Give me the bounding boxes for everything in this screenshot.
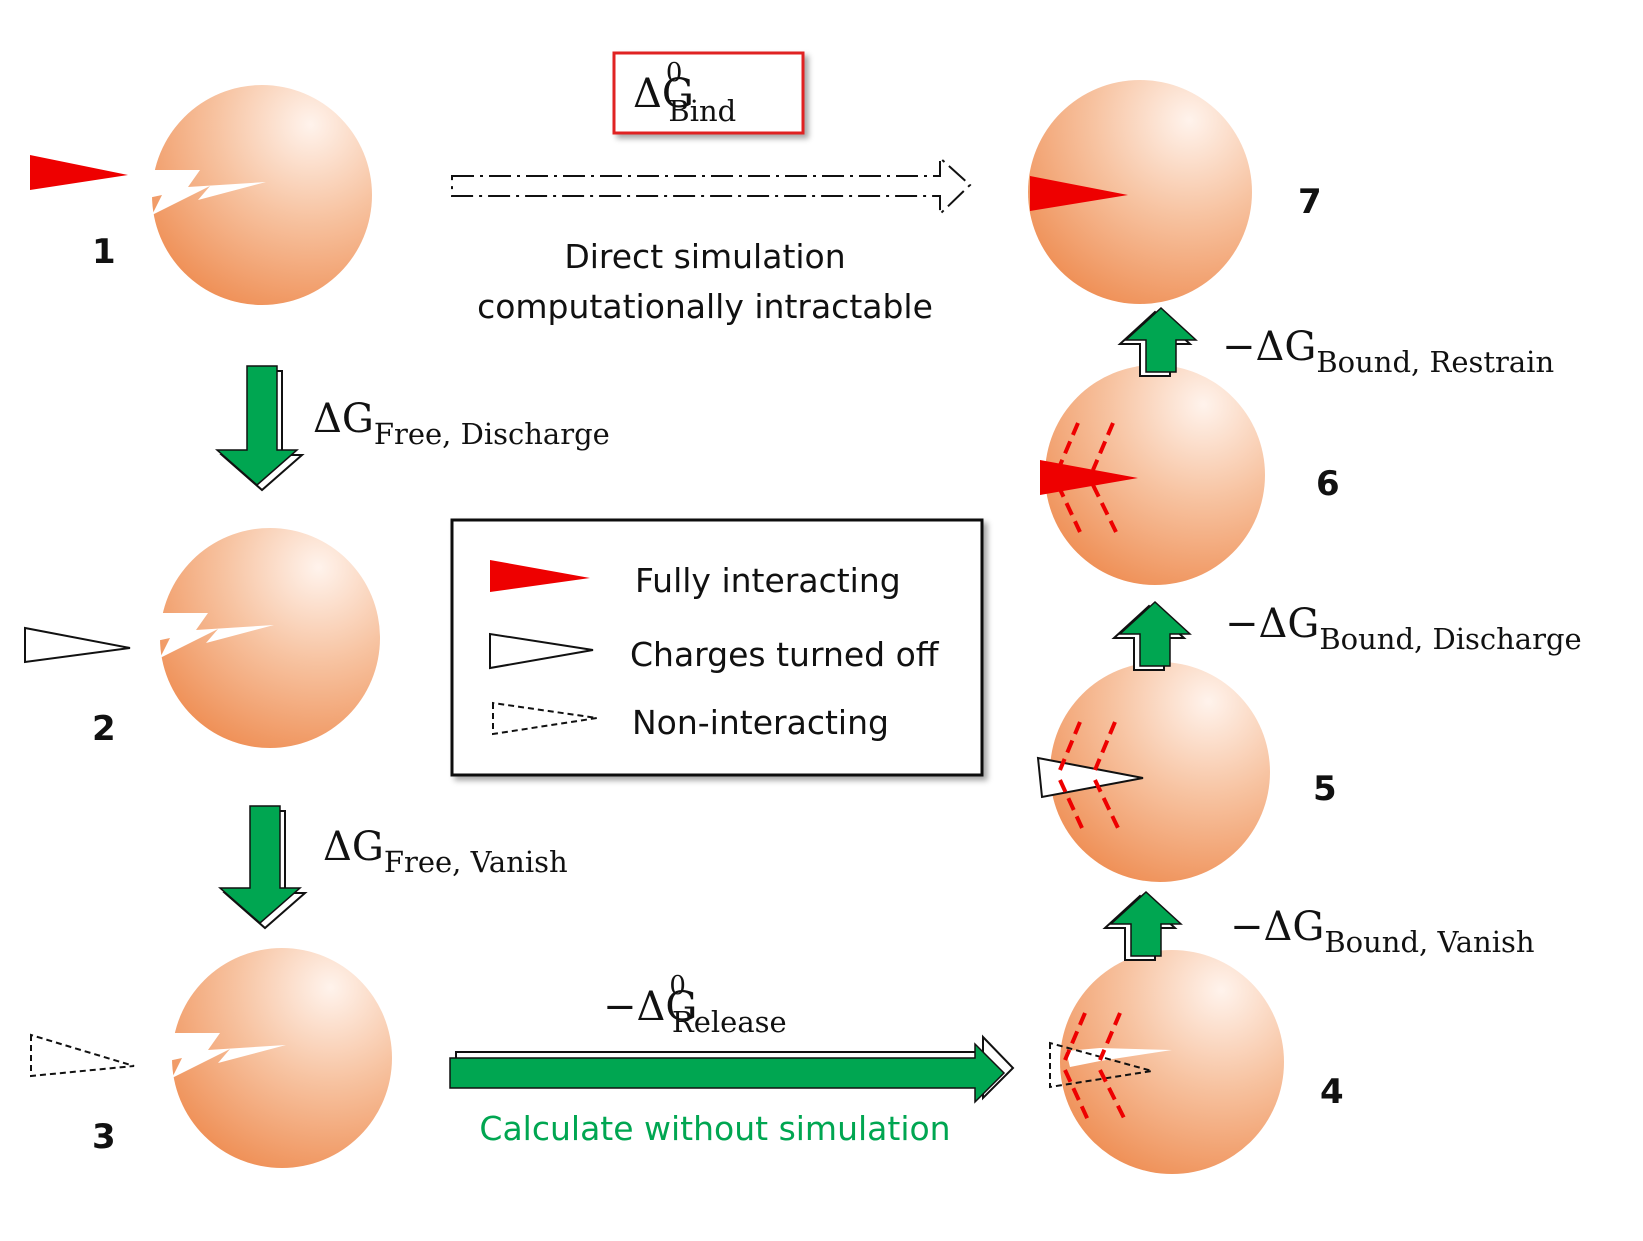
restraints-4	[1063, 1012, 1127, 1121]
state-number-6: 6	[1316, 464, 1340, 504]
ligand-fully-interacting-6	[1040, 460, 1138, 495]
protein-sphere-4	[1060, 950, 1284, 1174]
state-number-7: 7	[1298, 182, 1322, 222]
free-vanish-arrow	[218, 805, 308, 930]
protein-sphere-5	[1050, 662, 1270, 882]
state-number-4: 4	[1320, 1072, 1344, 1112]
legend-fully-icon	[490, 560, 590, 592]
release-caption: Calculate without simulation	[479, 1109, 950, 1148]
free-vanish-label: ΔGFree, Vanish	[323, 824, 568, 879]
protein-sphere-2	[160, 528, 380, 748]
direct-simulation-arrow	[451, 155, 972, 217]
legend-fully-label: Fully interacting	[635, 561, 901, 600]
binding-pocket-2	[156, 613, 274, 658]
protein-sphere-7	[1028, 80, 1252, 304]
legend-charges-off-icon	[489, 632, 594, 670]
bound-restrain-label: −ΔGBound, Restrain	[1222, 324, 1554, 379]
restraints-5	[1058, 721, 1120, 829]
legend-charges-off-label: Charges turned off	[630, 635, 940, 674]
binding-pocket-4	[1066, 1048, 1172, 1067]
legend-non-interacting-icon	[492, 701, 598, 736]
binding-pocket-3	[168, 1033, 286, 1078]
protein-sphere-3	[172, 948, 392, 1168]
bound-vanish-label: −ΔGBound, Vanish	[1230, 904, 1535, 959]
release-arrow	[449, 1034, 1015, 1104]
bound-restrain-arrow	[1117, 306, 1198, 377]
legend-non-interacting-label: Non-interacting	[632, 703, 889, 742]
bound-discharge-label: −ΔGBound, Discharge	[1225, 601, 1582, 656]
state-number-1: 1	[92, 232, 116, 272]
ligand-fully-interacting-7	[1030, 176, 1128, 211]
free-discharge-arrow	[215, 365, 305, 492]
state-number-2: 2	[92, 709, 116, 749]
free-discharge-label: ΔGFree, Discharge	[313, 396, 610, 451]
ligand-non-interacting-3	[30, 1033, 135, 1078]
protein-sphere-1	[152, 85, 372, 305]
bound-vanish-arrow	[1102, 890, 1183, 961]
legend: Fully interacting Charges turned off Non…	[450, 518, 984, 777]
bound-discharge-arrow	[1111, 600, 1192, 671]
binding-pocket-1	[148, 170, 266, 215]
state-number-3: 3	[92, 1117, 116, 1157]
ligand-fully-interacting-1	[30, 155, 128, 190]
ligand-charges-off-2	[24, 626, 131, 664]
bind-box	[612, 51, 805, 135]
protein-sphere-6	[1045, 365, 1265, 585]
direct-caption-line1: Direct simulation	[564, 237, 845, 276]
direct-caption-line2: computationally intractable	[477, 287, 933, 326]
state-number-5: 5	[1313, 769, 1337, 809]
restraints-6	[1056, 422, 1118, 533]
